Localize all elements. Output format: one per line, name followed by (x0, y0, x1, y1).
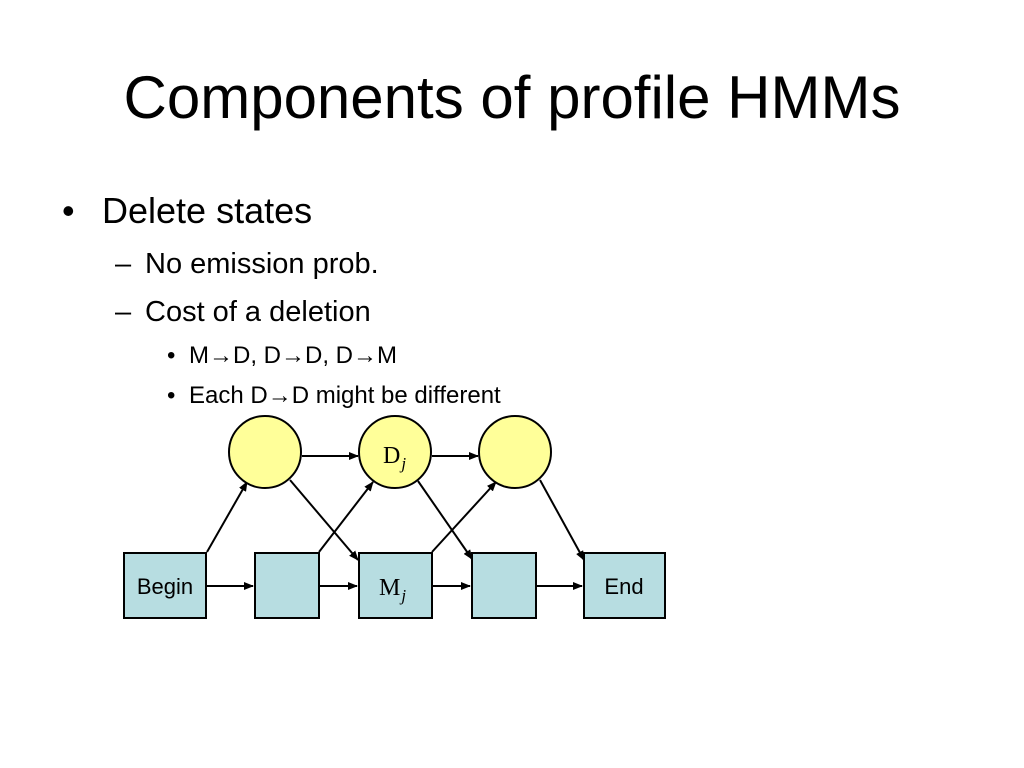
edge-d1-to-mj (289, 479, 359, 561)
begin-state-node (123, 552, 207, 619)
dash-marker: – (115, 248, 132, 280)
edge-mj-to-d3 (431, 481, 497, 553)
delete-state-node (228, 415, 302, 489)
bullet-marker: • (167, 342, 176, 369)
match-state-node (471, 552, 537, 619)
match-state-node (254, 552, 320, 619)
subsubbullet-text: M→D, D→D, D→M (189, 342, 397, 369)
match-state-mj-label: Mj (379, 575, 406, 605)
bullet-text: Delete states (102, 190, 313, 231)
delete-state-node (478, 415, 552, 489)
end-state-node (583, 552, 666, 619)
subsubbullet-text: Each D→D might be different (189, 382, 501, 409)
main-states: Begin Mj End (123, 552, 666, 619)
begin-state-label: Begin (137, 574, 193, 599)
edge-d3-to-end (539, 479, 585, 561)
slide-title: Components of profile HMMs (123, 64, 901, 131)
delete-state-dj-node (358, 415, 432, 489)
match-state-mj-node (358, 552, 433, 619)
end-state-label: End (604, 574, 643, 599)
subbullet-text: No emission prob. (145, 248, 379, 280)
edge-dj-to-m3 (417, 480, 473, 560)
edge-begin-to-d1 (206, 481, 248, 553)
subbullet-text: Cost of a deletion (145, 296, 371, 328)
bullet-marker: • (62, 190, 75, 231)
edge-m1-to-dj (318, 481, 374, 553)
delete-state-dj-label: Dj (383, 443, 406, 473)
delete-states: Dj (228, 415, 552, 489)
bullet-marker: • (167, 382, 176, 409)
dash-marker: – (115, 296, 132, 328)
transition-edges (206, 452, 585, 590)
